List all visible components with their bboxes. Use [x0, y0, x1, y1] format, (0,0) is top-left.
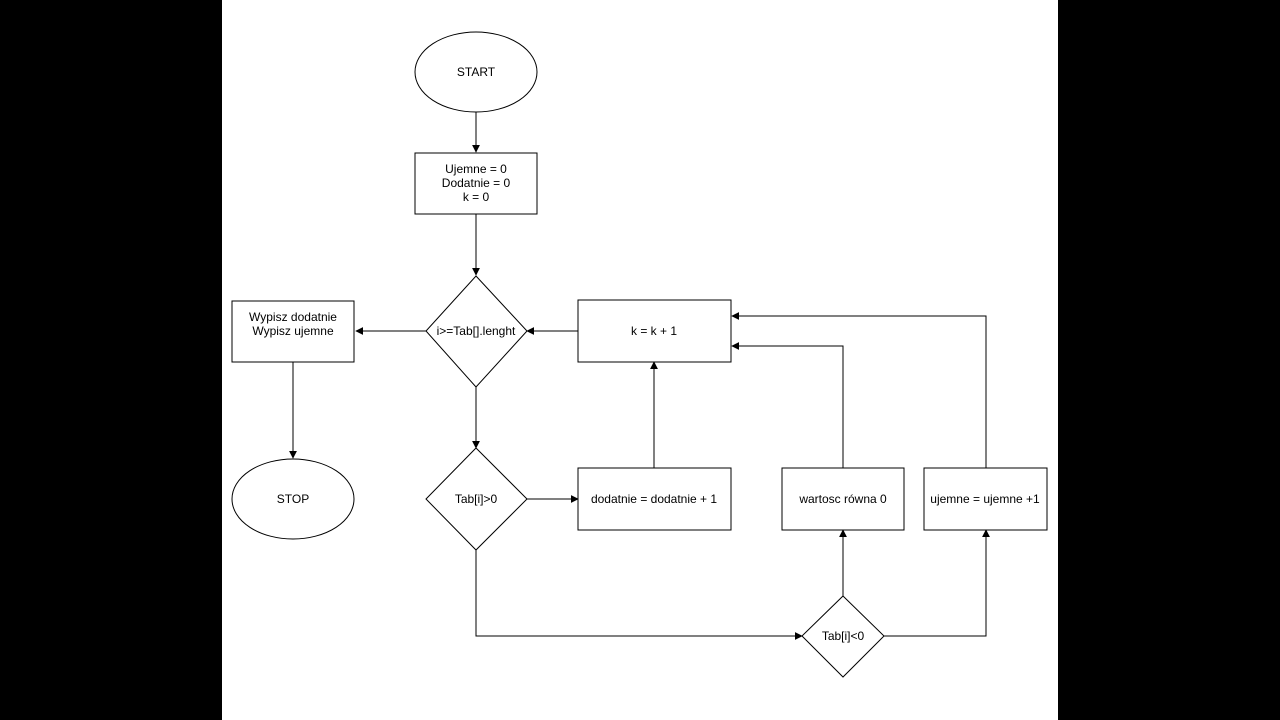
add-positive-node: dodatnie = dodatnie + 1	[577, 467, 732, 531]
zero-value-label: wartosc równa 0	[798, 492, 887, 506]
check-positive-label: Tab[i]>0	[455, 492, 498, 506]
diagram-canvas: START Ujemne = 0 Dodatnie = 0 k = 0 i>=T…	[222, 0, 1058, 720]
loop-condition-node: i>=Tab[].lenght	[425, 275, 528, 388]
edges	[289, 112, 990, 640]
init-line-1: Ujemne = 0	[445, 162, 507, 176]
zero-value-node: wartosc równa 0	[781, 467, 905, 531]
add-positive-label: dodatnie = dodatnie + 1	[591, 492, 717, 506]
output-line-2: Wypisz ujemne	[252, 324, 334, 338]
output-node: Wypisz dodatnie Wypisz ujemne	[231, 300, 355, 363]
start-node: START	[414, 31, 538, 113]
edge-add-negative-to-increment	[731, 312, 987, 468]
check-positive-node: Tab[i]>0	[425, 447, 528, 551]
init-line-3: k = 0	[463, 190, 490, 204]
edge-check-negative-to-add-negative	[884, 529, 990, 637]
increment-k-label: k = k + 1	[631, 324, 677, 338]
start-label: START	[457, 65, 496, 79]
stop-node: STOP	[231, 458, 355, 540]
add-negative-label: ujemne = ujemne +1	[930, 492, 1040, 506]
init-line-2: Dodatnie = 0	[442, 176, 511, 190]
edge-zero-value-to-increment	[731, 342, 844, 468]
init-node: Ujemne = 0 Dodatnie = 0 k = 0	[414, 152, 538, 215]
increment-k-node: k = k + 1	[577, 299, 732, 363]
flowchart: START Ujemne = 0 Dodatnie = 0 k = 0 i>=T…	[231, 31, 1048, 678]
check-negative-label: Tab[i]<0	[822, 629, 865, 643]
check-negative-node: Tab[i]<0	[801, 595, 885, 678]
loop-condition-label: i>=Tab[].lenght	[437, 324, 516, 338]
stop-label: STOP	[277, 492, 309, 506]
add-negative-node: ujemne = ujemne +1	[923, 467, 1048, 531]
edge-check-positive-to-check-negative	[475, 550, 803, 640]
output-line-1: Wypisz dodatnie	[249, 310, 337, 324]
